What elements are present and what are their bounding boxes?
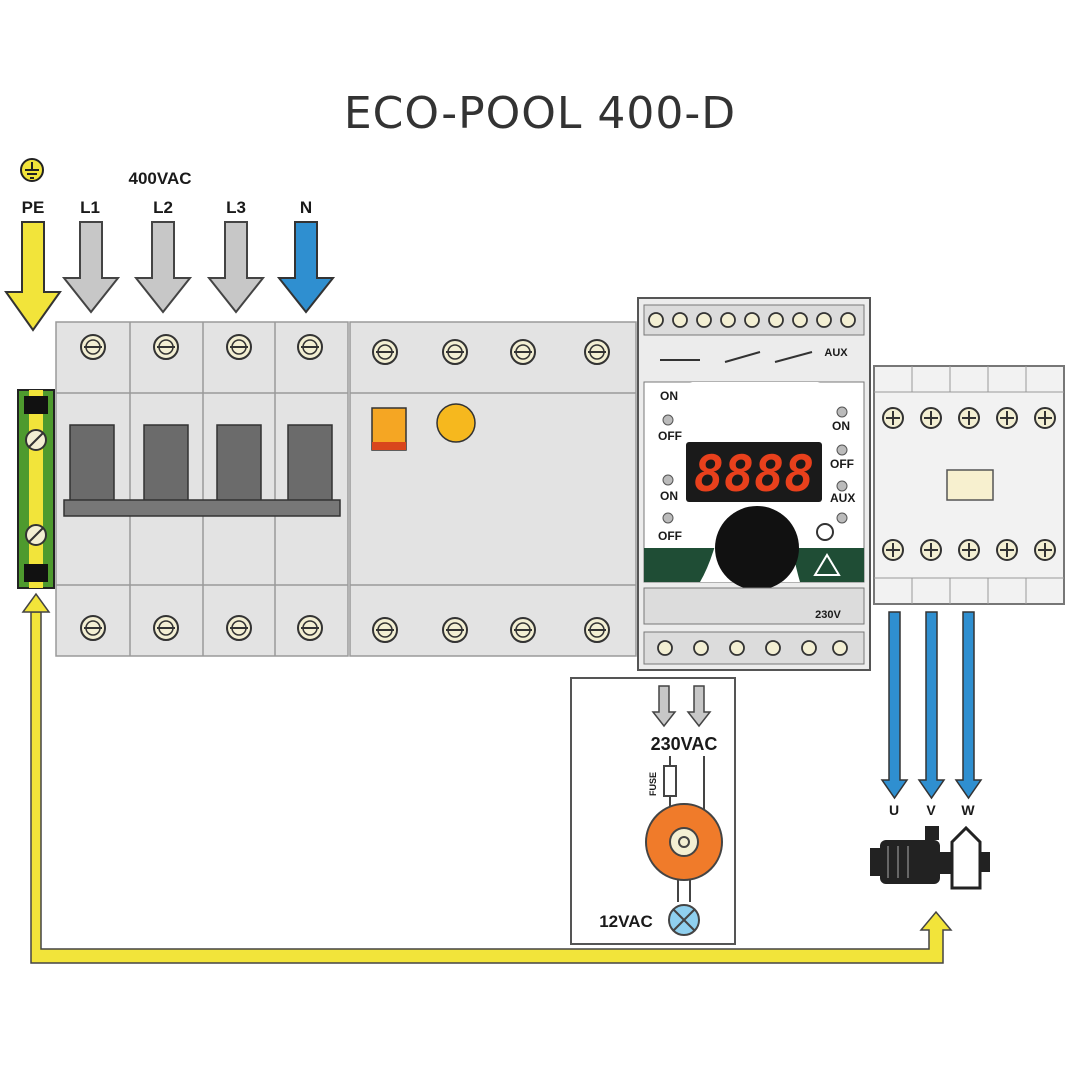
- l3-arrow: [206, 221, 266, 314]
- warning-icon: [813, 553, 841, 576]
- phase-label-w: W: [961, 802, 975, 818]
- input-voltage-label: 230VAC: [651, 734, 718, 754]
- l2-arrow: [133, 221, 193, 314]
- output-voltage-label: 12VAC: [599, 912, 653, 931]
- contactor: [873, 365, 1065, 605]
- phase-label-v: V: [926, 802, 936, 818]
- earth-icon: [20, 158, 44, 182]
- diagram-title: ECO-POOL 400-D: [343, 88, 737, 139]
- terminal-label-n: N: [300, 198, 312, 217]
- lamp-icon: [668, 904, 700, 936]
- earth-wire-top-arrow: [21, 592, 51, 613]
- fuse-label: FUSE: [648, 772, 658, 796]
- controller-left-label-2: OFF: [658, 429, 682, 443]
- terminal-label-l2: L2: [153, 198, 173, 217]
- motor-v-arrow: [917, 611, 946, 800]
- earth-wire: [30, 611, 953, 964]
- controller-left-label-1: ON: [660, 389, 678, 403]
- terminal-label-pe: PE: [22, 198, 45, 217]
- controller-left-label-3: ON: [660, 489, 678, 503]
- pump-controller: AUX ON OFF ON OFF ON OFF AUX 8888 230V: [637, 297, 871, 671]
- supply-voltage-label: 400VAC: [129, 169, 192, 188]
- motor-u-arrow: [880, 611, 909, 800]
- residual-current-device: [349, 321, 637, 657]
- controller-right-label-3: AUX: [830, 491, 855, 505]
- led-display: 8888: [694, 445, 814, 503]
- terminal-label-l3: L3: [226, 198, 246, 217]
- four-pole-circuit-breaker: [55, 321, 349, 657]
- motor-w-arrow: [954, 611, 983, 800]
- controller-left-label-4: OFF: [658, 529, 682, 543]
- controller-bottom-label: 230V: [815, 609, 841, 621]
- phase-label-u: U: [889, 802, 899, 818]
- terminal-label-l1: L1: [80, 198, 100, 217]
- fuse: [663, 765, 677, 797]
- n-arrow: [276, 221, 336, 314]
- earth-terminal-block: [17, 389, 55, 589]
- light-transformer-circuit: 230VAC FUSE 12VAC: [570, 677, 736, 945]
- controller-right-label-1: ON: [832, 419, 850, 433]
- l1-arrow: [61, 221, 121, 314]
- pump-motor-icon: [870, 825, 990, 890]
- controller-top-aux-label: AUX: [824, 347, 848, 359]
- controller-right-label-2: OFF: [830, 457, 854, 471]
- pe-arrow: [4, 221, 62, 332]
